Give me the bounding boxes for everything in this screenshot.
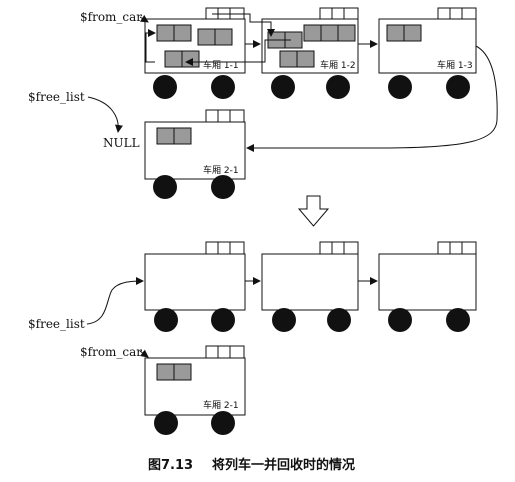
empty-car-3 — [378, 241, 477, 332]
null-label: NULL — [103, 136, 140, 150]
transition-down-arrow — [297, 195, 330, 227]
empty-car-2 — [261, 241, 359, 332]
from-car-label-top: $from_car — [80, 10, 142, 24]
free-list-pointer-bottom — [86, 277, 144, 325]
free-list-pointer-top — [87, 96, 123, 133]
car-1-2: 车厢 1-2 — [261, 7, 359, 99]
car-2-1-label: 车厢 2-1 — [203, 164, 239, 176]
link-1-3-to-2-1 — [246, 45, 498, 152]
ref-arrow-2 — [185, 39, 291, 66]
free-list-label-top: $free_list — [28, 90, 85, 104]
figure-caption: 将列车一并回收时的情况 — [212, 457, 355, 473]
car-1-2-label: 车厢 1-2 — [320, 59, 356, 71]
from-car-label-bottom: $from_car — [80, 345, 142, 359]
free-list-label-bottom: $free_list — [28, 317, 85, 331]
car-1-3: 车厢 1-3 — [378, 7, 477, 99]
car-1-1-label: 车厢 1-1 — [203, 59, 239, 71]
from-car-pointer-top — [139, 14, 149, 23]
car-2-1-bottom: 车厢 2-1 — [144, 345, 246, 435]
car-1-1: 车厢 1-1 — [144, 7, 246, 99]
empty-car-1 — [144, 241, 246, 332]
figure-number: 图7.13 — [148, 458, 193, 473]
car-2-1-top: 车厢 2-1 — [144, 109, 246, 199]
car-1-3-label: 车厢 1-3 — [437, 59, 473, 71]
ref-arrow-3 — [145, 29, 156, 63]
ref-arrow-1 — [212, 13, 275, 37]
car-2-1-bottom-label: 车厢 2-1 — [203, 399, 239, 411]
from-car-pointer-bottom — [139, 349, 149, 358]
